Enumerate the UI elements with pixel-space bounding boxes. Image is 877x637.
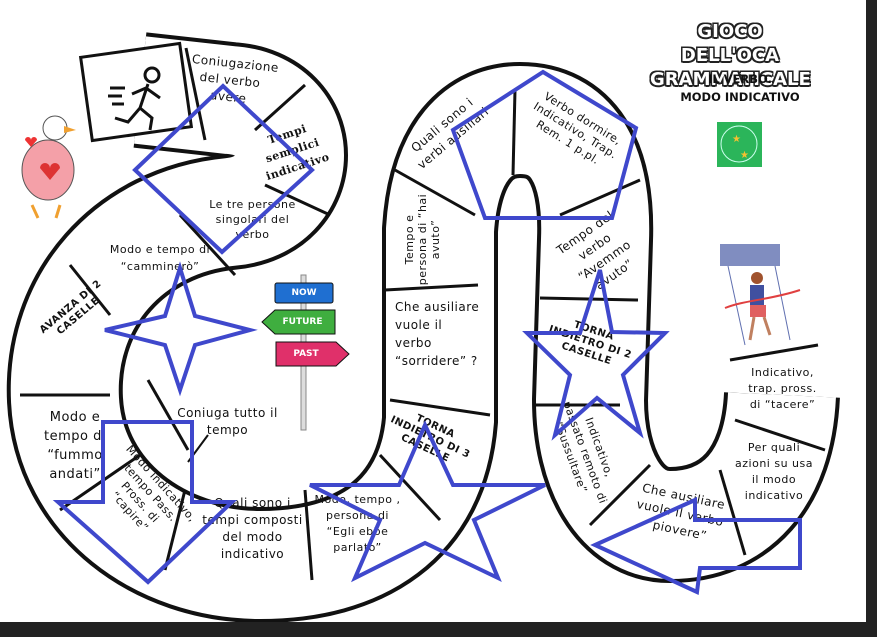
board-cell[interactable]: Modo, tempo , persona di “Egli ebbe parl… [314,493,401,554]
svg-text:★: ★ [732,134,741,145]
game-title: GIOCO DELL'OCA GRAMMATICALE [650,20,811,92]
title-line: GRAMMATICALE [650,69,811,90]
board-cell[interactable]: Coniugazione del verbo avere [191,51,280,106]
svg-text:★: ★ [740,150,749,161]
board-cell[interactable]: Modo e tempo di “camminerò” [109,243,211,273]
board-cell[interactable]: Le tre persone singolari del verbo [209,198,296,241]
board-cell[interactable]: Tempo e persona di “hai avuto” [403,193,442,286]
board-cell[interactable]: Indicativo, trap. pross. di “tacere” [748,366,817,411]
board-cell[interactable]: Quali sono i tempi composti del modo ind… [202,496,303,561]
game-subtitle: IL VERBO. MODO INDICATIVO [660,70,820,106]
sign-past: PAST [293,349,319,359]
center-label: Coniuga tutto il tempo [177,406,278,437]
subtitle-line: MODO INDICATIVO [680,90,800,104]
sign-future: FUTURE [282,317,323,327]
logo: ★ ★ [717,122,762,167]
runner-finish-illustration [720,244,801,346]
signpost-illustration [261,274,350,431]
goose-illustration [21,115,76,219]
pointer-arrow [187,434,209,463]
subtitle-line: IL VERBO. [708,72,772,86]
sign-now: NOW [291,288,317,298]
title-line: GIOCO DELL'OCA [680,21,780,66]
board-cell[interactable]: Per quali azioni su usa il modo indicati… [735,441,813,502]
board-cell[interactable]: Che ausiliare vuole il verbo “sorridere”… [395,300,480,368]
drawing-canvas[interactable]: ★ ★ GIOCO DELL'OCA GRAMMATICALE IL VERBO.… [0,0,866,622]
